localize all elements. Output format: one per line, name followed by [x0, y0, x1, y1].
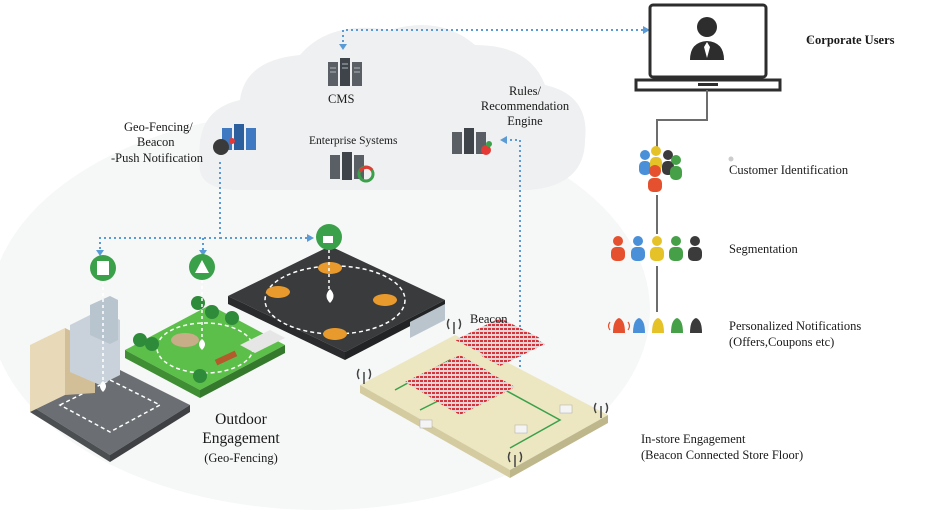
segment-people-icon	[611, 236, 702, 261]
beacon-signal-icon	[356, 318, 609, 467]
cms-label: CMS	[328, 92, 355, 106]
street-block	[30, 296, 190, 462]
instore-label-1: In-store Engagement	[641, 432, 746, 446]
geofence-server-icon	[213, 124, 256, 155]
instore-label-2: (Beacon Connected Store Floor)	[641, 448, 804, 462]
corporate-users-label: Corporate Users	[806, 33, 895, 47]
rules-label-3: Engine	[507, 114, 543, 128]
geo-label-1: Geo-Fencing/	[124, 120, 193, 134]
personalized-label-1: Personalized Notifications	[729, 319, 862, 333]
outdoor-label-1: Outdoor	[215, 411, 267, 428]
map-pins	[100, 289, 334, 392]
park-marker-icon	[189, 254, 215, 340]
building-marker-icon	[90, 255, 116, 385]
personalized-label-2: (Offers,Coupons etc)	[729, 335, 835, 349]
geo-label-2: Beacon	[137, 135, 175, 149]
laptop-user-icon	[634, 3, 782, 92]
beacon-label: Beacon	[470, 312, 508, 326]
cafe-marker-icon	[316, 224, 342, 292]
enterprise-label: Enterprise Systems	[309, 135, 398, 147]
cafe-block	[228, 246, 445, 360]
store-floor	[360, 318, 608, 478]
park-block	[125, 296, 285, 398]
rules-label-1: Rules/	[509, 84, 541, 98]
geo-label-3: -Push Notification	[111, 151, 204, 165]
people-group-icon	[639, 146, 682, 192]
enterprise-server-icon	[330, 152, 375, 183]
bell-icon	[607, 318, 702, 333]
cms-server-icon	[328, 58, 362, 86]
rules-label-2: Recommendation	[480, 99, 570, 113]
connectors	[99, 29, 645, 405]
outdoor-label-3: (Geo-Fencing)	[204, 451, 278, 465]
identification-dot	[728, 156, 734, 162]
corporate-dot	[807, 37, 813, 43]
outdoor-label-2: Engagement	[202, 430, 280, 447]
rules-server-icon	[452, 128, 492, 155]
segmentation-label: Segmentation	[729, 242, 798, 256]
customer-identification-label: Customer Identification	[729, 163, 849, 177]
corporate-connector	[656, 90, 708, 150]
